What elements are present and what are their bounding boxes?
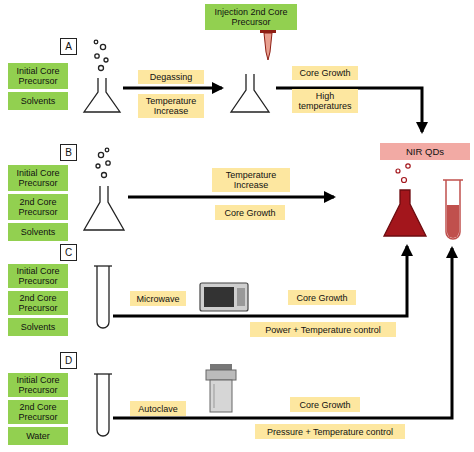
node-text: High temperatures [292,91,358,111]
node-text: Initial Core Precursor [8,375,68,395]
step-box: Power + Temperature control [250,322,396,337]
node-text: Microwave [135,294,180,304]
precursor-box: 2nd Core Precursor [8,400,68,424]
node-text: 2nd Core Precursor [8,197,68,217]
node-text: Core Growth [223,208,276,218]
process-arrow [113,88,452,418]
flask [84,40,120,112]
microwave-symbol [200,283,248,311]
node-text: Solvents [20,322,57,332]
step-box: Core Growth [288,290,356,305]
step-box: Core Growth [292,66,358,80]
node-text: D [64,356,73,366]
precursor-box: Injection 2nd Core Precursor [205,4,297,30]
node-text: A [64,42,73,52]
node-text: Core Growth [298,68,351,78]
node-text: Core Growth [295,293,348,303]
precursor-box: Initial Core Precursor [8,63,68,89]
step-box: Temperature Increase [212,168,290,192]
route-letter: B [60,144,77,161]
node-text: Core Growth [298,400,351,410]
node-text: Initial Core Precursor [8,266,68,286]
test-tube [94,374,112,436]
product-tube [443,180,463,239]
precursor-box: Water [8,427,68,445]
precursor-box: Solvents [8,223,68,241]
route-letter: A [60,38,77,55]
node-text: Solvents [20,96,57,106]
step-box: Microwave [130,291,186,306]
step-box: Autoclave [130,401,186,416]
node-text: Autoclave [137,404,179,414]
flask [231,74,269,112]
node-text: Solvents [20,227,57,237]
step-box: Pressure + Temperature control [255,424,405,439]
precursor-box: Solvents [8,92,68,110]
node-text: Water [25,431,51,441]
node-text: C [64,248,73,258]
step-box: Degassing [138,70,204,84]
precursor-box: Initial Core Precursor [8,165,68,191]
node-text: NIR QDs [405,147,445,157]
autoclave-symbol [206,364,236,412]
step-box: Temperature Increase [138,94,204,118]
route-letter: C [60,244,77,261]
product-box: NIR QDs [380,143,470,160]
node-text: Pressure + Temperature control [266,427,394,437]
node-text: Initial Core Precursor [8,168,68,188]
node-text: Power + Temperature control [264,325,382,335]
step-box: Core Growth [215,205,285,220]
precursor-box: 2nd Core Precursor [8,194,68,220]
route-letter: D [60,352,77,369]
node-text: B [64,148,73,158]
step-box: Core Growth [290,397,360,412]
node-text: 2nd Core Precursor [8,293,68,313]
precursor-box: Solvents [8,318,68,336]
node-text: Temperature Increase [212,170,290,190]
precursor-box: Initial Core Precursor [8,264,68,288]
precursor-box: Initial Core Precursor [8,373,68,397]
product-flask [384,164,426,236]
node-text: Temperature Increase [138,96,204,116]
test-tube [94,266,112,328]
node-text: Initial Core Precursor [8,66,68,86]
node-text: Degassing [149,72,194,82]
node-text: 2nd Core Precursor [8,402,68,422]
precursor-box: 2nd Core Precursor [8,291,68,315]
flask [84,148,124,230]
node-text: Injection 2nd Core Precursor [205,7,297,27]
step-box: High temperatures [292,89,358,113]
